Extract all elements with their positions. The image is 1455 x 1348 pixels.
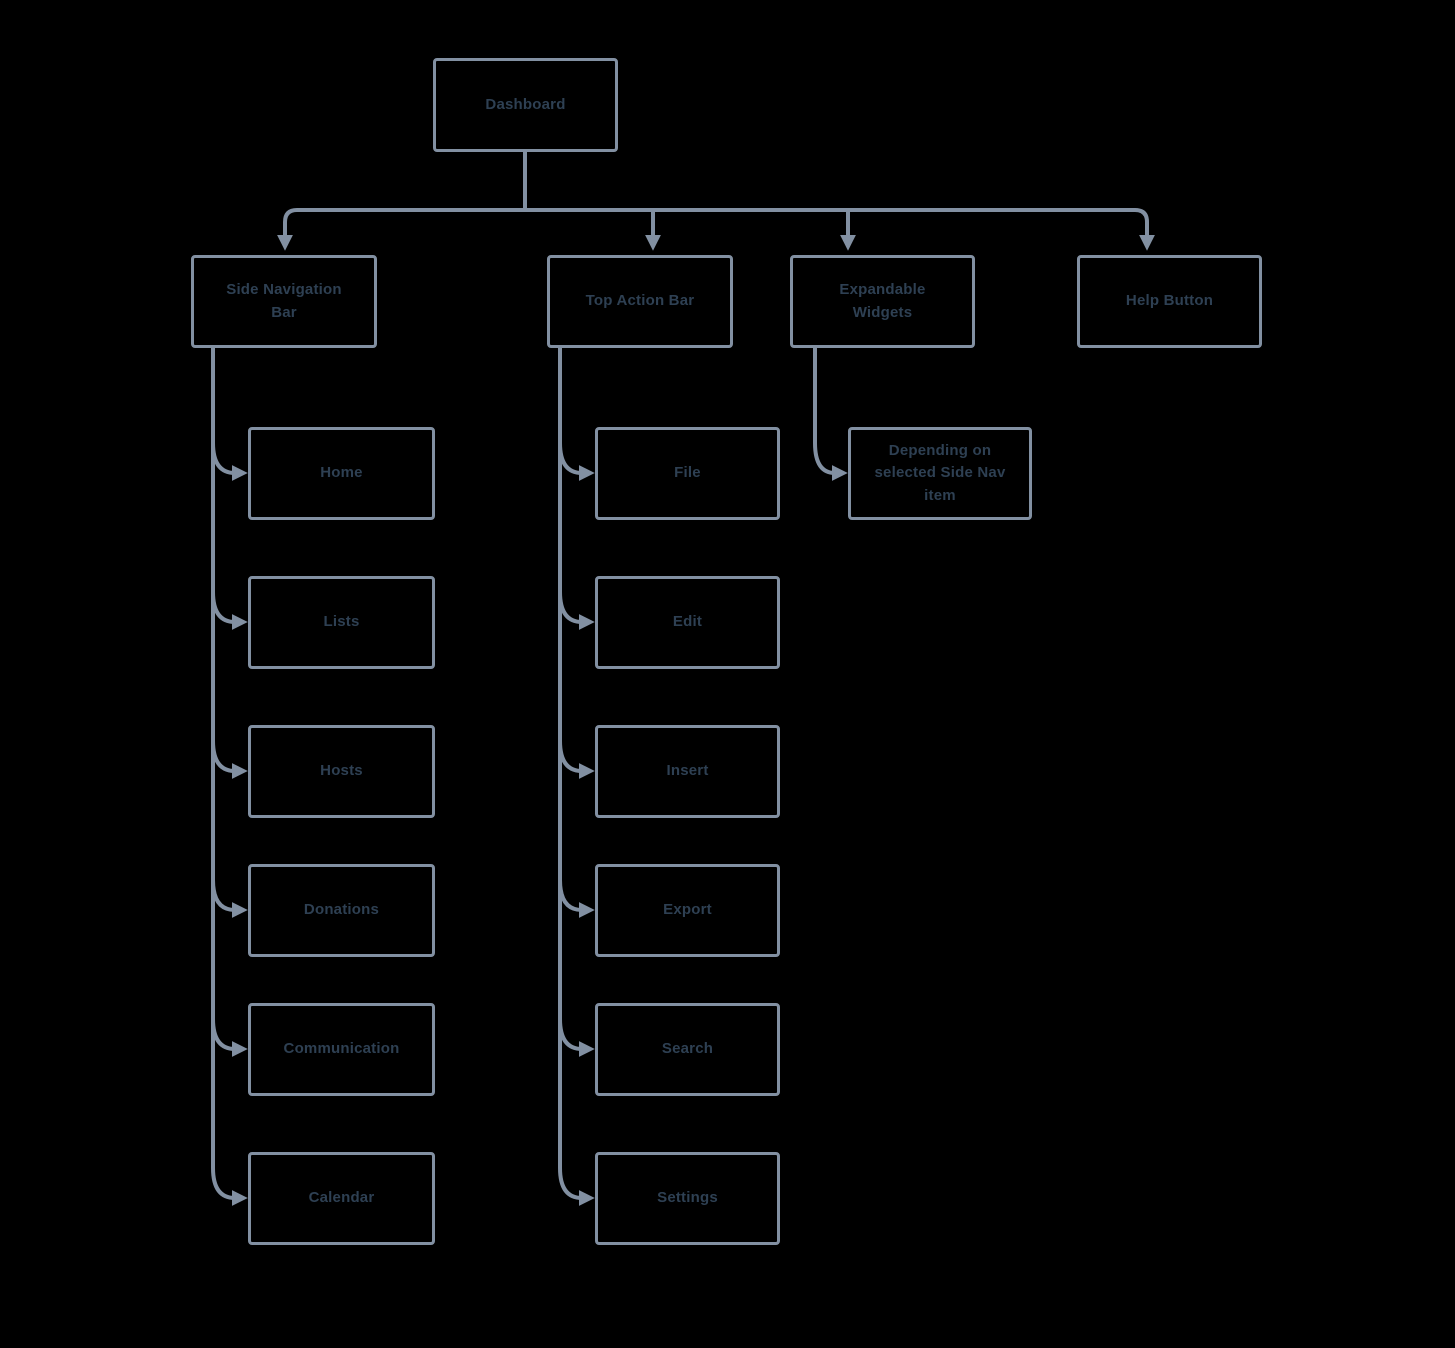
connector-root-to-branches [277, 152, 1155, 251]
node-donations: Donations [248, 864, 435, 957]
node-top-action-bar: Top Action Bar [547, 255, 733, 348]
node-dashboard: Dashboard [433, 58, 618, 152]
node-settings: Settings [595, 1152, 780, 1245]
node-search: Search [595, 1003, 780, 1096]
node-export: Export [595, 864, 780, 957]
connector-topaction-children [558, 348, 595, 1206]
node-file: File [595, 427, 780, 520]
node-edit: Edit [595, 576, 780, 669]
connector-sidenav-children [211, 348, 248, 1206]
node-depending-note: Depending on selected Side Nav item [848, 427, 1032, 520]
connector-expandable-child [813, 348, 848, 481]
node-hosts: Hosts [248, 725, 435, 818]
node-side-navigation-bar: Side Navigation Bar [191, 255, 377, 348]
node-insert: Insert [595, 725, 780, 818]
node-communication: Communication [248, 1003, 435, 1096]
node-home: Home [248, 427, 435, 520]
node-lists: Lists [248, 576, 435, 669]
node-expandable-widgets: Expandable Widgets [790, 255, 975, 348]
node-calendar: Calendar [248, 1152, 435, 1245]
node-help-button: Help Button [1077, 255, 1262, 348]
